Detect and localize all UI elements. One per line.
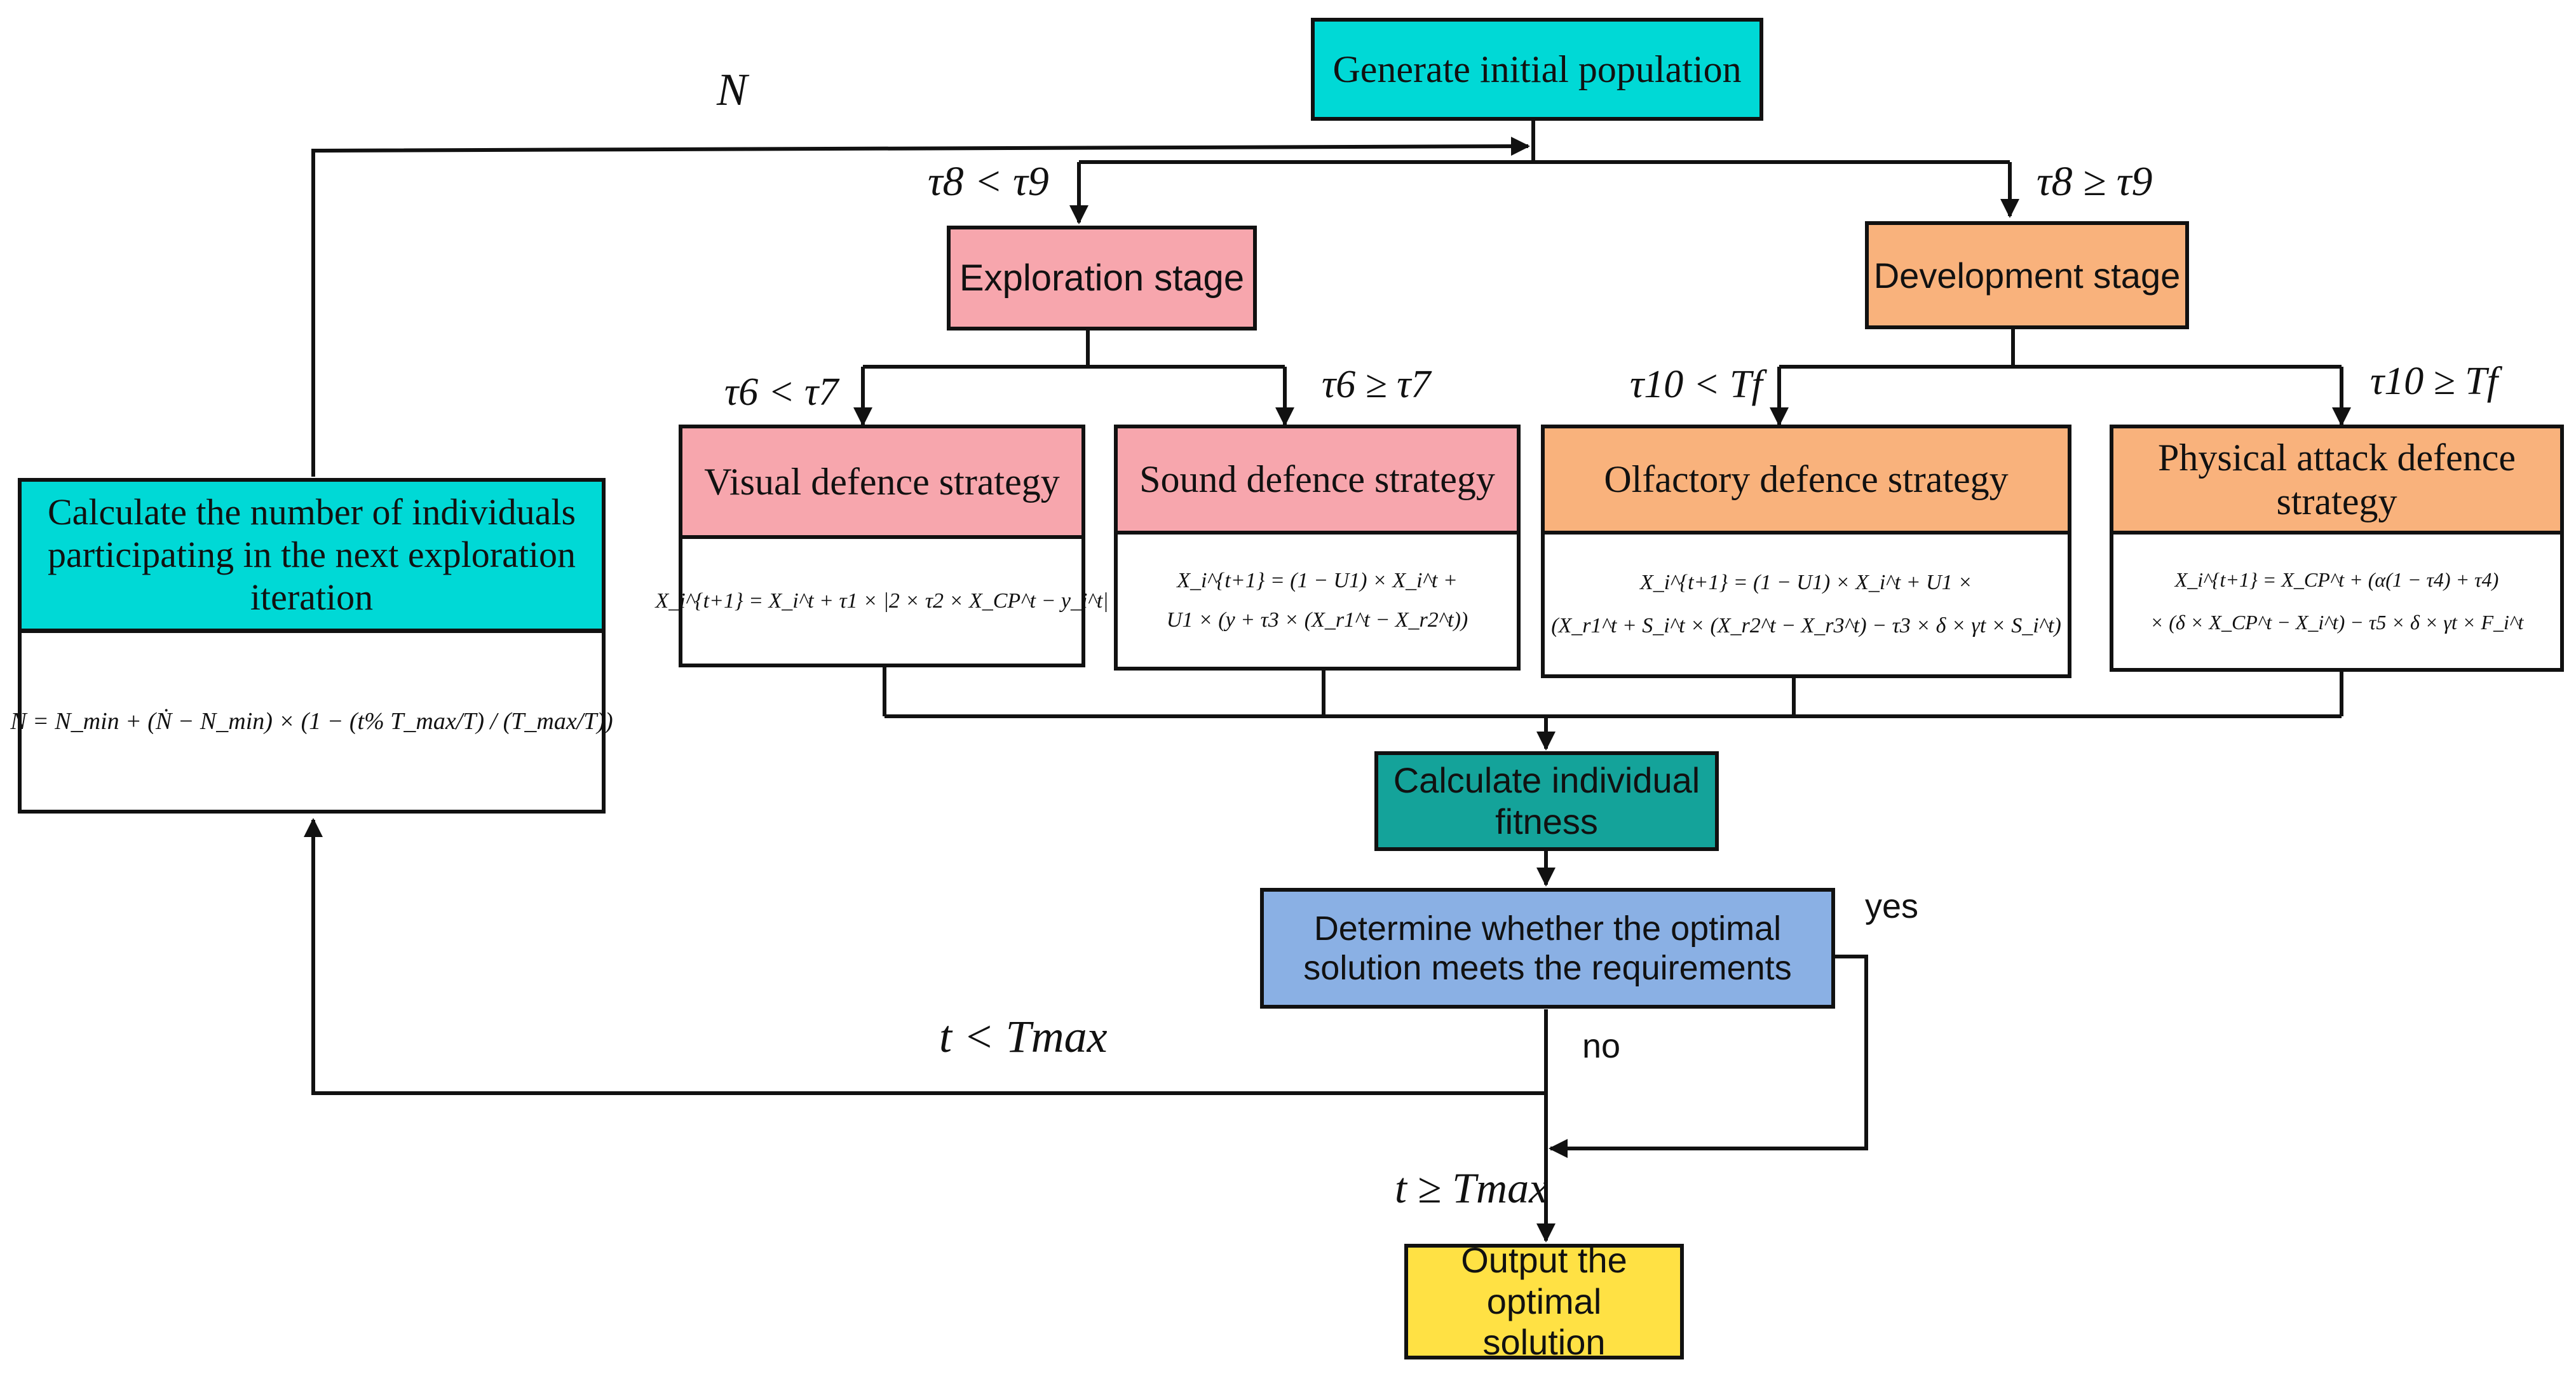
label-no: no xyxy=(1582,1027,1621,1065)
sound-formula-text-1: X_i^{t+1} = (1 − U1) × X_i^t + xyxy=(1177,569,1458,592)
calc-individuals-formula-text: N = N_min + (Ṅ − N_min) × (1 − (t% T_max… xyxy=(10,708,613,735)
physical-formula-box: X_i^{t+1} = X_CP^t + (α(1 − τ4) + τ4) × … xyxy=(2110,531,2564,672)
determine-label: Determine whether the optimal solution m… xyxy=(1303,909,1792,987)
output-node: Output the optimal solution xyxy=(1404,1240,1684,1362)
sound-formula-line-2: U1 × (y + τ3 × (X_r1^t − X_r2^t)) xyxy=(1167,608,1468,632)
label-n-feedback: N xyxy=(717,64,748,115)
exploration-stage-label: Exploration stage xyxy=(959,257,1245,299)
label-tau10-lt-tf: τ10 < Tf xyxy=(1630,363,1763,406)
visual-formula-text: X_i^{t+1} = X_i^t + τ1 × |2 × τ2 × X_CP^… xyxy=(655,589,1109,613)
edge-yes-path xyxy=(1549,955,1868,1158)
physical-defence-node: Physical attack defence strategy xyxy=(2110,425,2564,533)
physical-formula-text-2: × (δ × X_CP^t − X_i^t) − τ5 × δ × γt × F… xyxy=(2150,611,2524,634)
label-yes: yes xyxy=(1865,887,1919,925)
calc-individuals-formula: N = N_min + (Ṅ − N_min) × (1 − (t% T_max… xyxy=(10,707,613,735)
calc-individuals-node: Calculate the number of individuals part… xyxy=(18,478,606,630)
olfactory-defence-label: Olfactory defence strategy xyxy=(1604,458,2009,500)
development-stage-node: Development stage xyxy=(1865,221,2189,329)
physical-formula-line-2: × (δ × X_CP^t − X_i^t) − τ5 × δ × γt × F… xyxy=(2150,611,2524,634)
sound-formula-box: X_i^{t+1} = (1 − U1) × X_i^t + U1 × (y +… xyxy=(1114,531,1521,671)
label-tau6-lt-tau7: τ6 < τ7 xyxy=(724,371,839,414)
generate-initial-population-node: Generate initial population xyxy=(1311,18,1763,121)
determine-node: Determine whether the optimal solution m… xyxy=(1260,888,1835,1009)
label-tau6-ge-tau7: τ6 ≥ τ7 xyxy=(1322,363,1431,406)
calc-individuals-formula-box: N = N_min + (Ṅ − N_min) × (1 − (t% T_max… xyxy=(10,629,613,814)
olfactory-defence-node: Olfactory defence strategy xyxy=(1541,425,2071,533)
label-tau10-ge-tf: τ10 ≥ Tf xyxy=(2370,360,2498,403)
visual-defence-label: Visual defence strategy xyxy=(704,460,1060,503)
physical-defence-label: Physical attack defence strategy xyxy=(2157,436,2516,522)
edge-feedback-n xyxy=(311,137,1530,477)
exploration-stage-node: Exploration stage xyxy=(947,226,1257,330)
olfactory-formula-line-1: X_i^{t+1} = (1 − U1) × X_i^t + U1 × xyxy=(1640,571,1972,595)
sound-formula-text-2: U1 × (y + τ3 × (X_r1^t − X_r2^t)) xyxy=(1166,608,1468,632)
visual-defence-node: Visual defence strategy xyxy=(679,425,1085,537)
calc-individuals-label: Calculate the number of individuals part… xyxy=(47,491,576,618)
sound-formula-line-1: X_i^{t+1} = (1 − U1) × X_i^t + xyxy=(1177,569,1458,593)
physical-formula-text-1: X_i^{t+1} = X_CP^t + (α(1 − τ4) + τ4) xyxy=(2174,568,2499,591)
calc-fitness-label: Calculate individual fitness xyxy=(1393,760,1700,841)
physical-formula-line-1: X_i^{t+1} = X_CP^t + (α(1 − τ4) + τ4) xyxy=(2175,568,2499,592)
label-t-ge-tmax: t ≥ Tmax xyxy=(1395,1164,1549,1212)
label-tau8-ge-tau9: τ8 ≥ τ9 xyxy=(2037,158,2153,205)
development-stage-label: Development stage xyxy=(1873,255,2181,296)
olfactory-formula-line-2: (X_r1^t + S_i^t × (X_r2^t − X_r3^t) − τ3… xyxy=(1551,614,2061,638)
generate-initial-population-label: Generate initial population xyxy=(1332,48,1742,90)
olfactory-formula-box: X_i^{t+1} = (1 − U1) × X_i^t + U1 × (X_r… xyxy=(1541,531,2071,678)
edge-loop-back xyxy=(304,818,1546,1095)
label-t-lt-tmax: t < Tmax xyxy=(939,1011,1108,1062)
visual-formula: X_i^{t+1} = X_i^t + τ1 × |2 × τ2 × X_CP^… xyxy=(655,589,1108,613)
sound-defence-label: Sound defence strategy xyxy=(1139,458,1495,500)
label-tau8-lt-tau9: τ8 < τ9 xyxy=(928,158,1049,205)
visual-formula-box: X_i^{t+1} = X_i^t + τ1 × |2 × τ2 × X_CP^… xyxy=(655,535,1109,667)
olfactory-formula-text-2: (X_r1^t + S_i^t × (X_r2^t − X_r3^t) − τ3… xyxy=(1551,614,2061,637)
output-label: Output the optimal solution xyxy=(1461,1240,1627,1363)
olfactory-formula-text-1: X_i^{t+1} = (1 − U1) × X_i^t + U1 × xyxy=(1639,571,1973,594)
calc-fitness-node: Calculate individual fitness xyxy=(1374,751,1719,851)
sound-defence-node: Sound defence strategy xyxy=(1114,425,1521,533)
